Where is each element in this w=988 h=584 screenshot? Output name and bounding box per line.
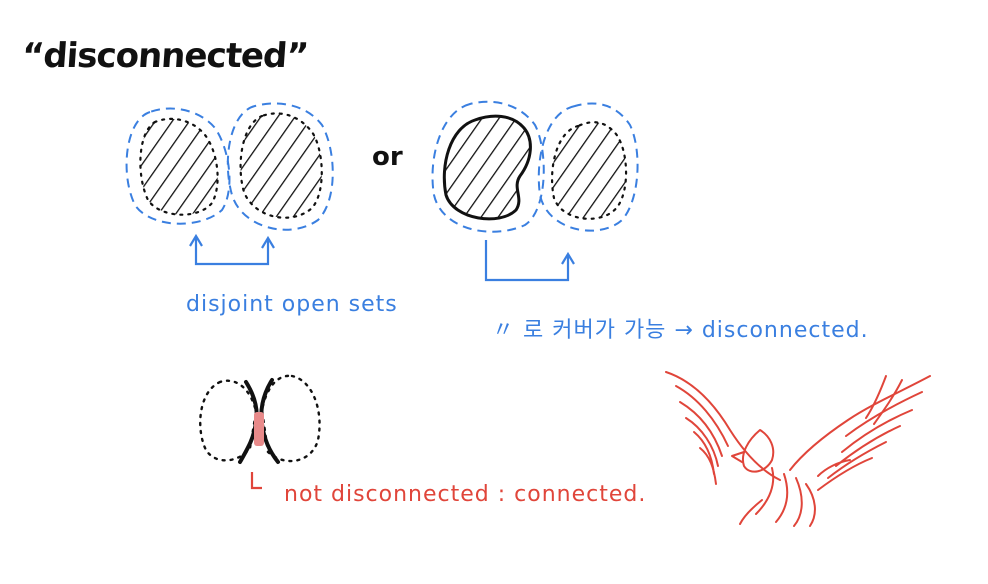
right-blue-boundary-1 [431, 100, 545, 233]
phoenix-icon [665, 371, 931, 527]
right-arrow-head [561, 251, 575, 265]
or-label: or [372, 142, 403, 172]
right-bracket [484, 240, 570, 282]
bottom-left-set [199, 379, 258, 462]
right-closed-set [442, 114, 532, 221]
bottom-red-pointer [250, 472, 262, 490]
left-bracket [194, 238, 270, 266]
left-blue-boundary-1 [125, 107, 231, 225]
right-blue-boundary-2 [537, 102, 639, 232]
left-set-2 [239, 112, 323, 219]
left-open-set-pair [125, 102, 334, 266]
shared-region-highlight [254, 412, 264, 446]
bottom-note: not disconnected : connected. [284, 482, 647, 507]
right-set-pair [431, 100, 639, 282]
left-arrow-head-1 [189, 233, 203, 247]
left-blue-boundary-2 [226, 102, 334, 231]
left-set-1 [139, 117, 219, 216]
connected-example [199, 374, 321, 490]
right-note: 〃 로 커버가 가능 → disconnected. [492, 318, 869, 343]
left-arrow-head-2 [261, 235, 275, 249]
right-open-set [550, 121, 628, 220]
left-note: disjoint open sets [186, 292, 398, 317]
